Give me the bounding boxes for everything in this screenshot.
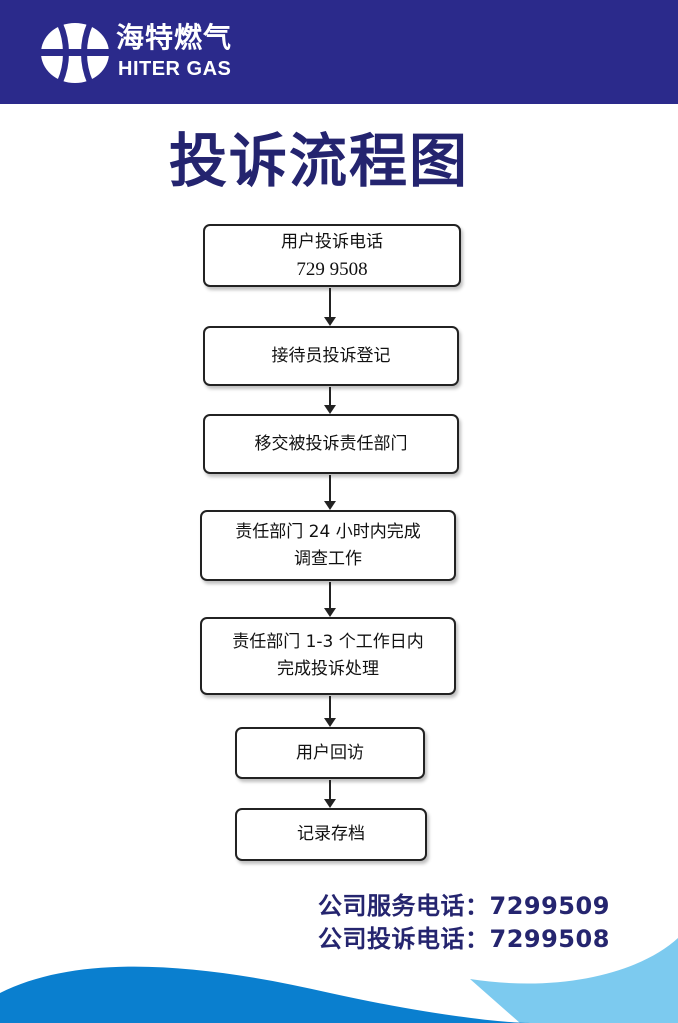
arrow-down [324,582,336,617]
step-transfer: 移交被投诉责任部门 [203,414,459,474]
arrow-down [324,475,336,510]
arrow-down [324,696,336,727]
brand-name-en: HITER GAS [118,58,232,80]
step-text: 用户投诉电话 [281,231,383,252]
step-text: 责任部门 1-3 个工作日内 [232,632,424,652]
step-text: 接待员投诉登记 [271,345,391,366]
step-text: 责任部门 24 小时内完成 [235,521,421,542]
arrow-down [324,288,336,326]
step-archive: 记录存档 [235,808,427,861]
arrow-down [324,387,336,414]
step-investigation: 责任部门 24 小时内完成 调查工作 [200,510,456,581]
service-phone: 公司服务电话：7299509 [318,892,610,920]
complaint-phone: 公司投诉电话：7299508 [318,925,610,953]
decorative-wave [0,938,678,1023]
step-text: 记录存档 [297,824,365,844]
header-banner: 海特燃气 HITER GAS [0,0,678,104]
page-title: 投诉流程图 [168,127,469,195]
step-text: 调查工作 [294,548,362,569]
step-follow-up: 用户回访 [235,727,425,779]
step-text: 完成投诉处理 [277,659,379,679]
hiter-logo-icon [40,22,110,84]
step-complaint-phone: 用户投诉电话 729 9508 [203,224,461,287]
step-handling: 责任部门 1-3 个工作日内 完成投诉处理 [200,617,456,695]
brand-name-cn: 海特燃气 [116,21,233,54]
step-registration: 接待员投诉登记 [203,326,459,386]
step-text: 用户回访 [296,742,364,763]
arrow-down [324,780,336,808]
step-text: 移交被投诉责任部门 [254,433,408,454]
step-phone: 729 9508 [296,258,368,280]
